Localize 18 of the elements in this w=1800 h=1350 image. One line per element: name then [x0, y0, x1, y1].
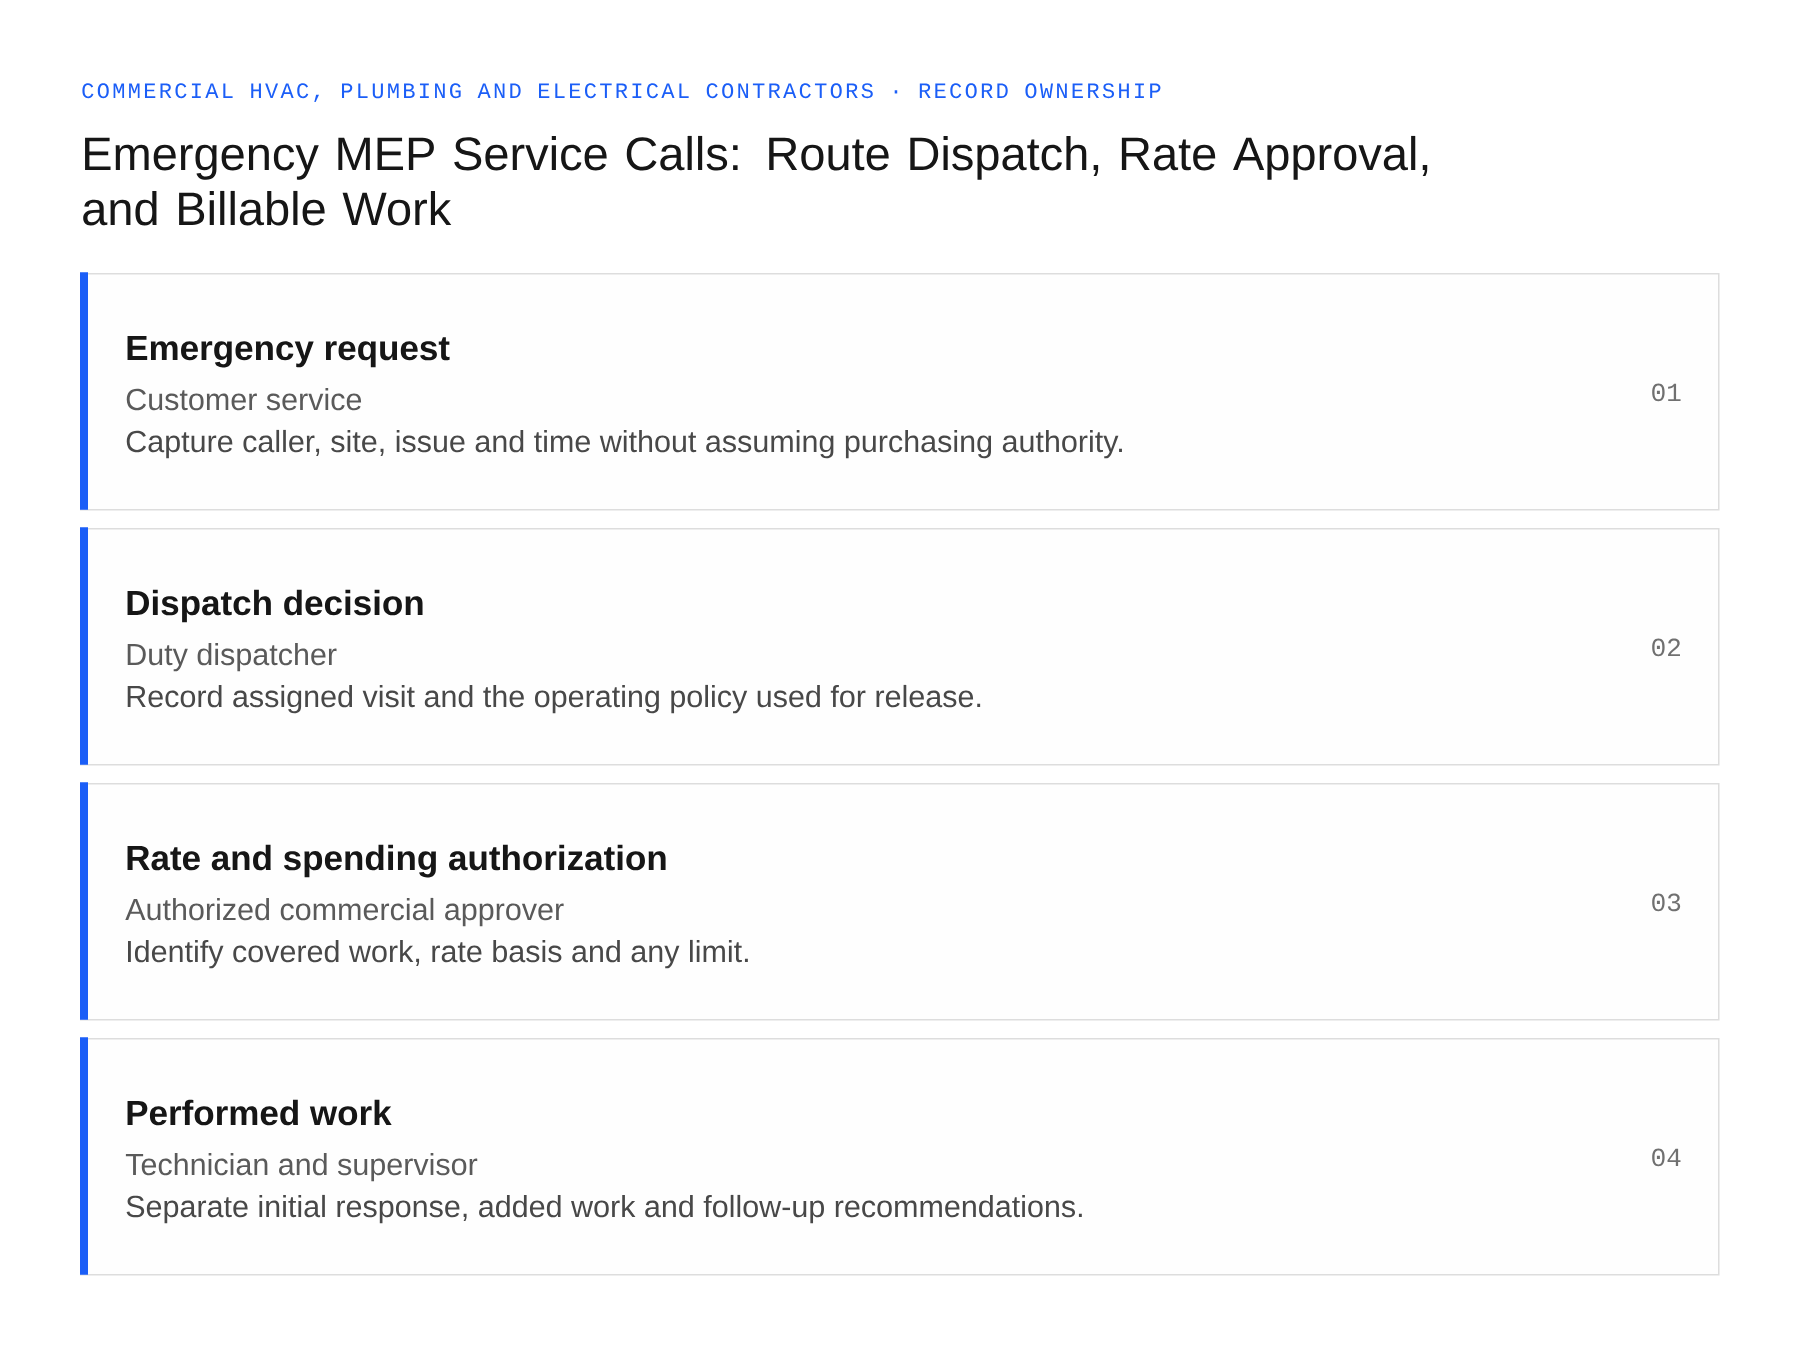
step-number: 01 — [1652, 383, 1681, 402]
role-label: Duty dispatcher — [127, 642, 337, 672]
role-label: Authorized commercial approver — [125, 897, 564, 927]
eyebrow-label: COMMERCIAL HVAC, PLUMBING AND ELECTRICAL CONTRACTORS · RECORD OWNERSHIP — [82, 83, 1161, 102]
step-title: Rate and spending authorization — [127, 844, 666, 878]
diagram-title: Emergency MEP Service Calls: Route Dispatch, Rate Approval, and Billable Work — [83, 135, 1428, 226]
step-title: Dispatch decision — [127, 589, 423, 623]
step-description: Separate initial response, added work and follow-up recommendations. — [126, 1194, 1082, 1224]
step-title: Emergency request — [127, 335, 450, 368]
role-label: Customer service — [126, 387, 362, 411]
step-description: Capture caller, site, issue and time without assuming purchasing authority. — [126, 429, 1122, 459]
step-number: 03 — [1652, 893, 1681, 912]
role-label: Technician and supervisor — [125, 1152, 478, 1182]
step-description: Identify covered work, rate basis and any limit. — [128, 939, 748, 969]
step-title: Performed work — [127, 1099, 392, 1126]
step-number: 04 — [1652, 1148, 1681, 1167]
step-description: Record assigned visit and the operating policy used for release. — [127, 684, 981, 714]
step-number: 02 — [1652, 638, 1680, 657]
